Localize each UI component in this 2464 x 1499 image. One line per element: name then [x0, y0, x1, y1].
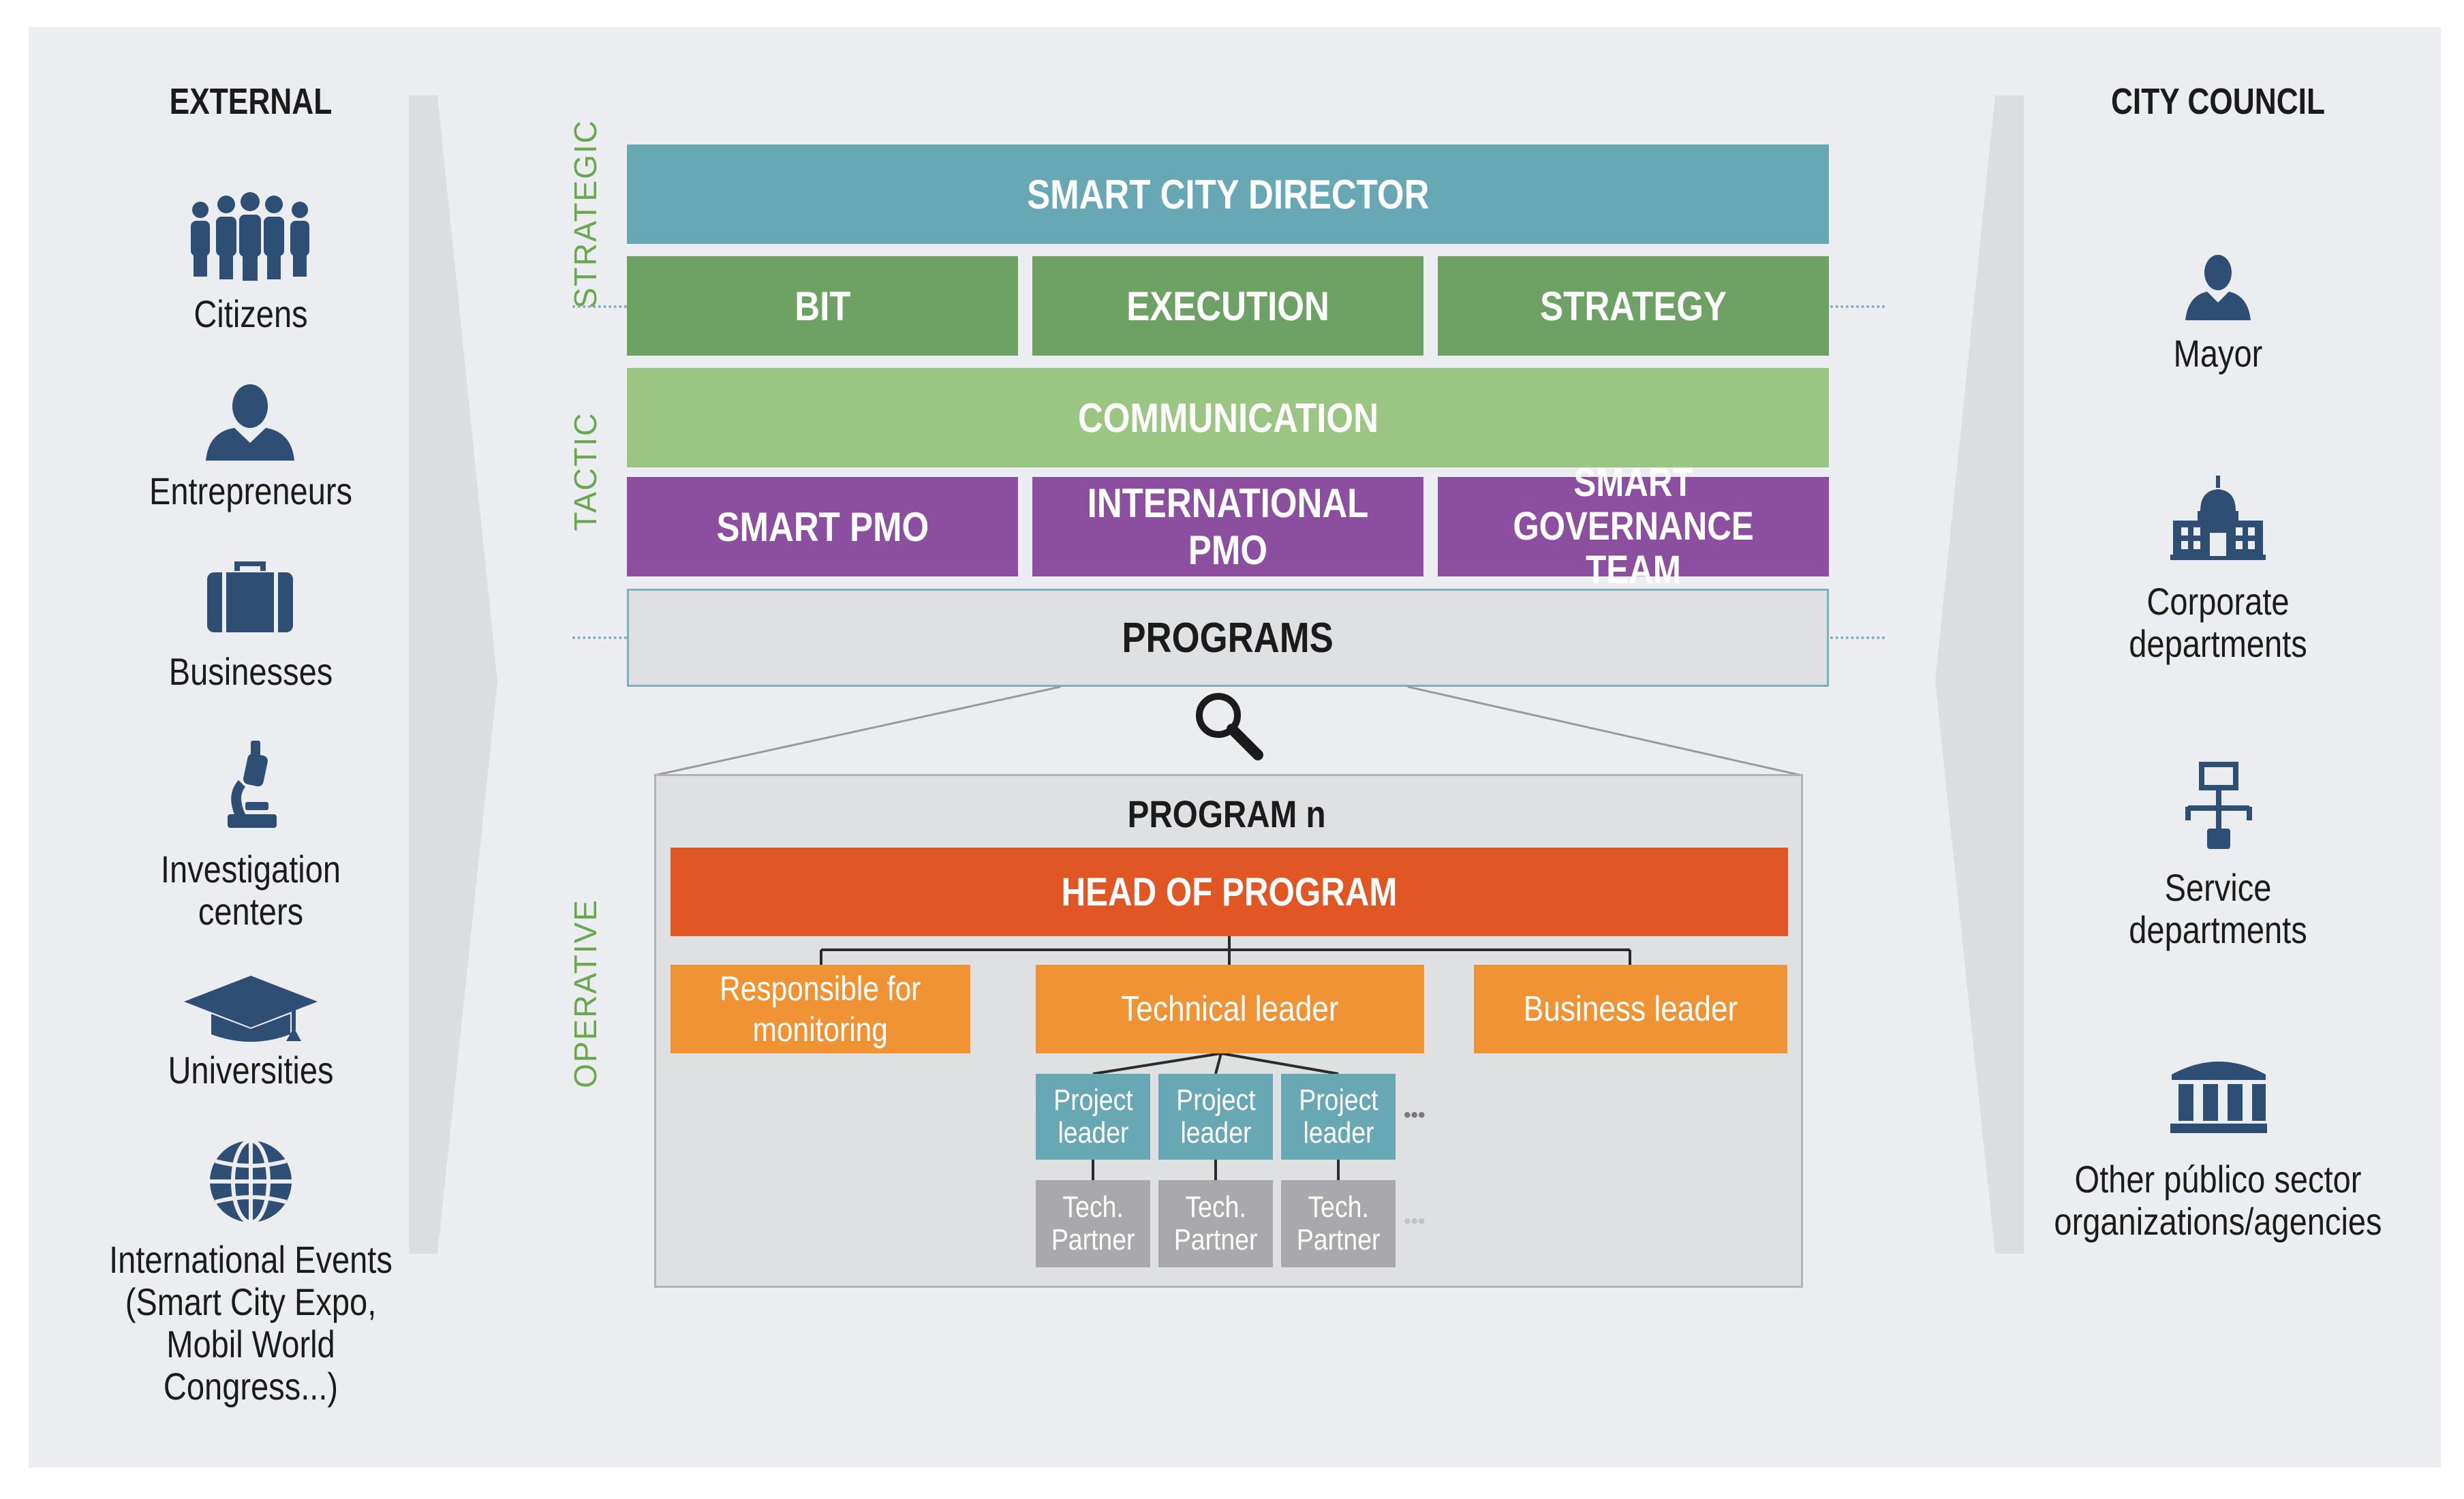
external-label-universities: Universities	[168, 1049, 334, 1092]
citizens-icon	[185, 192, 315, 281]
tech-partner-box: Tech.Partner	[1036, 1180, 1150, 1267]
level-separator-right-2	[1830, 636, 1885, 639]
external-label-entrepreneurs: Entrepreneurs	[149, 469, 353, 512]
strategy-box: STRATEGY	[1438, 256, 1829, 356]
communication-box: COMMUNICATION	[627, 368, 1829, 467]
globe-icon	[206, 1137, 296, 1226]
external-label-international-events: International Events(Smart City Expo,Mob…	[109, 1238, 392, 1408]
entrepreneur-icon	[199, 380, 301, 462]
level-separator-left-2	[572, 636, 627, 639]
level-separator-right-1	[1830, 305, 1885, 308]
project-leader-ellipsis: •••	[1404, 1104, 1426, 1126]
programs-box: PROGRAMS	[627, 589, 1829, 687]
program-n-title: PROGRAM n	[1127, 792, 1326, 835]
briefcase-icon	[206, 556, 294, 634]
right-chevron-divider	[1935, 95, 2024, 1254]
bit-box: BIT	[627, 256, 1018, 356]
capitol-building-icon	[2170, 476, 2266, 561]
mayor-icon	[2183, 253, 2253, 322]
smart-pmo-box: SMART PMO	[627, 477, 1018, 576]
head-of-program-box: HEAD OF PROGRAM	[671, 848, 1788, 936]
public-institution-icon	[2169, 1053, 2268, 1134]
tech-partner-box: Tech.Partner	[1281, 1180, 1396, 1267]
business-leader-box: Business leader	[1474, 965, 1787, 1053]
microscope-icon	[225, 739, 279, 831]
execution-box: EXECUTION	[1032, 256, 1423, 356]
left-chevron-divider	[409, 95, 497, 1254]
graduation-cap-icon	[183, 976, 319, 1044]
city-council-title: CITY COUNCIL	[2110, 81, 2326, 122]
external-label-citizens: Citizens	[194, 292, 308, 335]
smart-city-director-box: SMART CITY DIRECTOR	[627, 144, 1829, 244]
magnifier-icon	[1192, 690, 1263, 760]
tech-partner-box: Tech.Partner	[1158, 1180, 1273, 1267]
external-title: EXTERNAL	[169, 81, 333, 122]
tech-partner-ellipsis: •••	[1404, 1210, 1426, 1233]
org-chart-icon	[2181, 762, 2256, 852]
technical-leader-box: Technical leader	[1036, 965, 1424, 1053]
external-label-businesses: Businesses	[168, 650, 333, 693]
council-label-mayor: Mayor	[2173, 332, 2263, 375]
international-pmo-box: INTERNATIONAL PMO	[1032, 477, 1423, 576]
level-separator-left-1	[572, 305, 627, 308]
